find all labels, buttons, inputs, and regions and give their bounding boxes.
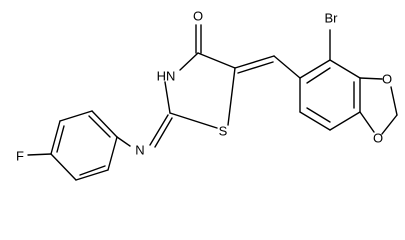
bond-ar-inner-1 [88,115,111,138]
bond-bd-inner-3 [306,107,331,123]
bond-bd4 [329,111,361,131]
dioxole-ring [359,77,398,135]
bond-o-ch2-upper [390,86,398,116]
bond-c2-n-2 [154,117,173,148]
bond-ar3 [50,120,61,155]
molecule-structure: O HN S N F Br O O [16,9,398,181]
bond-ar-inner-3 [79,165,106,176]
bond-ar2 [59,110,93,122]
bond-ar1 [91,110,118,138]
atom-o-carbonyl: O [193,9,203,24]
bond-c5-c4 [197,52,236,69]
bond-ar6 [107,136,118,171]
bond-ch-aryl [273,55,301,79]
benzodioxole-ring [299,29,361,131]
bond-n3-c2 [164,81,171,114]
bond-c-f [27,153,52,156]
bond-c2-n-1 [149,114,169,146]
atom-o-dioxole-upper: O [382,72,392,87]
bond-bd2 [329,59,361,79]
bond-c2-s1 [169,112,218,129]
bond-bd-inner-1 [306,67,331,84]
atom-o-dioxole-lower: O [373,131,383,146]
benzylidene-linkage [234,55,301,79]
atom-br: Br [325,11,339,26]
bond-bd5 [299,111,331,131]
bond-bd1 [299,59,331,79]
bond-c4-n3 [179,52,199,71]
bond-ar-inner-2 [56,125,65,153]
atom-labels: O HN S N F Br O O [16,9,392,164]
bond-c-o-upper [359,77,383,80]
atom-s: S [219,124,228,139]
fluorophenyl-ring [27,110,118,181]
thiazolidinone-ring [164,24,236,129]
imine-linkage [116,114,173,148]
bond-c-o-lower [359,111,375,133]
bond-o-ch2-lower [381,114,398,135]
bond-s1-c5 [227,67,236,126]
bond-ar5 [75,169,109,181]
atom-nh: HN [157,69,176,84]
atom-f: F [16,149,24,164]
bond-ar4 [50,153,77,181]
atom-n-imine: N [135,143,144,158]
bond-c5-ch-2 [237,61,274,74]
bond-c5-ch-1 [234,55,275,69]
bond-n-aryl [116,136,131,147]
